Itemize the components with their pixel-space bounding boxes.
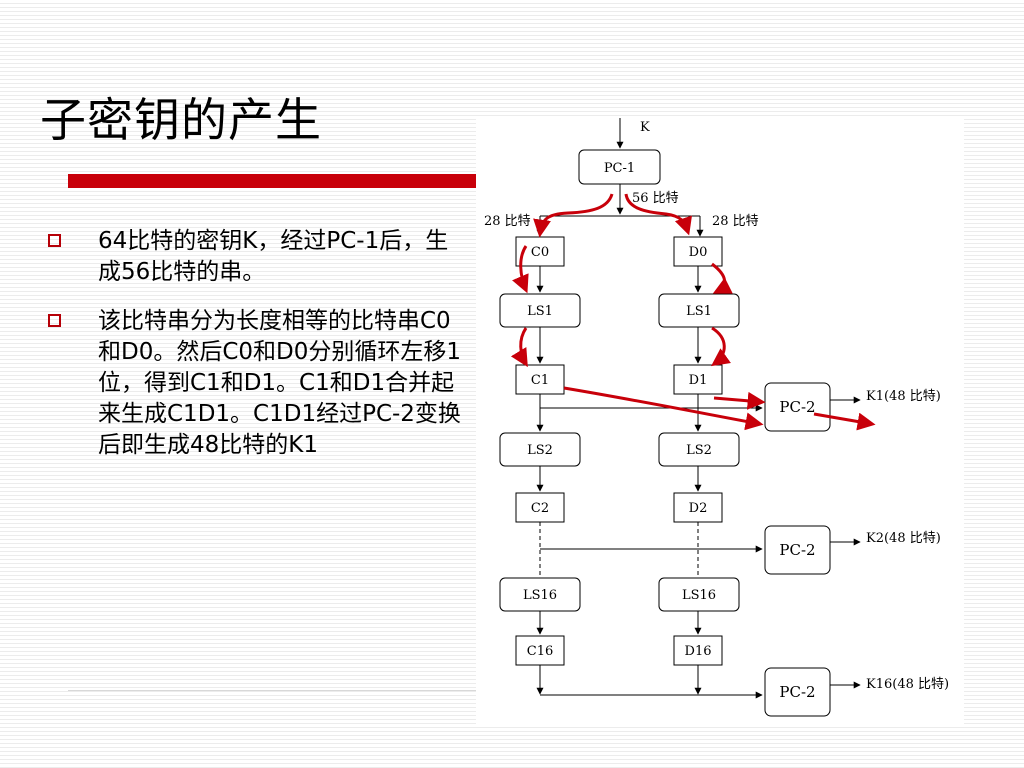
d2-box: [673, 492, 723, 523]
red-arrow-ls1-c1: [510, 327, 528, 368]
d16-label: D16: [685, 644, 712, 659]
c2-label: C2: [531, 501, 549, 516]
red-arrow-pc2-k1: [813, 412, 876, 431]
bullet-text: 该比特串分为长度相等的比特串C0和D0。然后C0和D0分别循环左移1位，得到C1…: [98, 308, 462, 458]
k2-label: K2(48 比特): [866, 531, 941, 546]
c16-label: C16: [527, 644, 554, 659]
c2-box: [515, 492, 565, 523]
slide-title: 子密钥的产生: [40, 93, 322, 147]
title-underline-bar: [68, 174, 488, 188]
pc1-label: PC-1: [604, 161, 635, 176]
hollow-square-icon: [48, 234, 61, 247]
red-arrow-d1-pc2: [713, 391, 766, 410]
c1-label: C1: [531, 373, 549, 388]
bullet-item: 64比特的密钥K，经过PC-1后，生成56比特的串。: [46, 226, 468, 288]
ls1-right-box: [658, 293, 740, 328]
ls16-right-box: [658, 577, 740, 612]
ls1-left-label: LS1: [527, 304, 553, 319]
k1-label: K1(48 比特): [866, 389, 941, 404]
diagram-canvas: K PC-1 56 比特 28 比特 28 比特 C0 LS1 C1 LS2 C…: [484, 118, 949, 717]
red-arrow-c0-ls1: [512, 245, 529, 294]
bullet-item: 该比特串分为长度相等的比特串C0和D0。然后C0和D0分别循环左移1位，得到C1…: [46, 306, 468, 461]
d0-label: D0: [689, 245, 708, 260]
d1-box: [673, 364, 723, 395]
c0-label: C0: [531, 245, 549, 260]
k16-label: K16(48 比特): [866, 677, 949, 692]
key-schedule-diagram: K PC-1 56 比特 28 比特 28 比特 C0 LS1 C1 LS2 C…: [476, 116, 964, 724]
ls16-right-label: LS16: [682, 588, 716, 603]
red-arrow-to-c0: [533, 193, 614, 238]
d2-label: D2: [689, 501, 708, 516]
bits28-left-label: 28 比特: [484, 214, 531, 229]
ls2-right-box: [658, 432, 740, 467]
red-arrow-to-d0: [624, 193, 692, 236]
bits28-right-label: 28 比特: [712, 214, 759, 229]
ls2-right-label: LS2: [686, 443, 712, 458]
red-arrow-ls1-d1: [711, 326, 731, 367]
ls2-left-label: LS2: [527, 443, 553, 458]
input-k-label: K: [640, 120, 650, 135]
hollow-square-icon: [48, 314, 61, 327]
pc2-label-16: PC-2: [779, 683, 815, 701]
d1-label: D1: [689, 373, 708, 388]
ls16-left-label: LS16: [523, 588, 557, 603]
red-arrow-c1-pc2: [563, 386, 764, 431]
c16-box: [515, 635, 565, 666]
pc2-box-2: [764, 525, 831, 575]
pc2-label-1: PC-2: [779, 398, 815, 416]
footer-divider: [68, 690, 478, 691]
red-arrow-d0-ls1: [711, 262, 733, 294]
d16-box: [673, 635, 723, 666]
bullet-text: 64比特的密钥K，经过PC-1后，生成56比特的串。: [98, 228, 449, 285]
pc2-box-16: [764, 667, 831, 717]
bullet-list: 64比特的密钥K，经过PC-1后，生成56比特的串。 该比特串分为长度相等的比特…: [46, 226, 468, 479]
ls1-right-label: LS1: [686, 304, 712, 319]
bits56-label: 56 比特: [632, 191, 679, 206]
pc2-label-2: PC-2: [779, 541, 815, 559]
